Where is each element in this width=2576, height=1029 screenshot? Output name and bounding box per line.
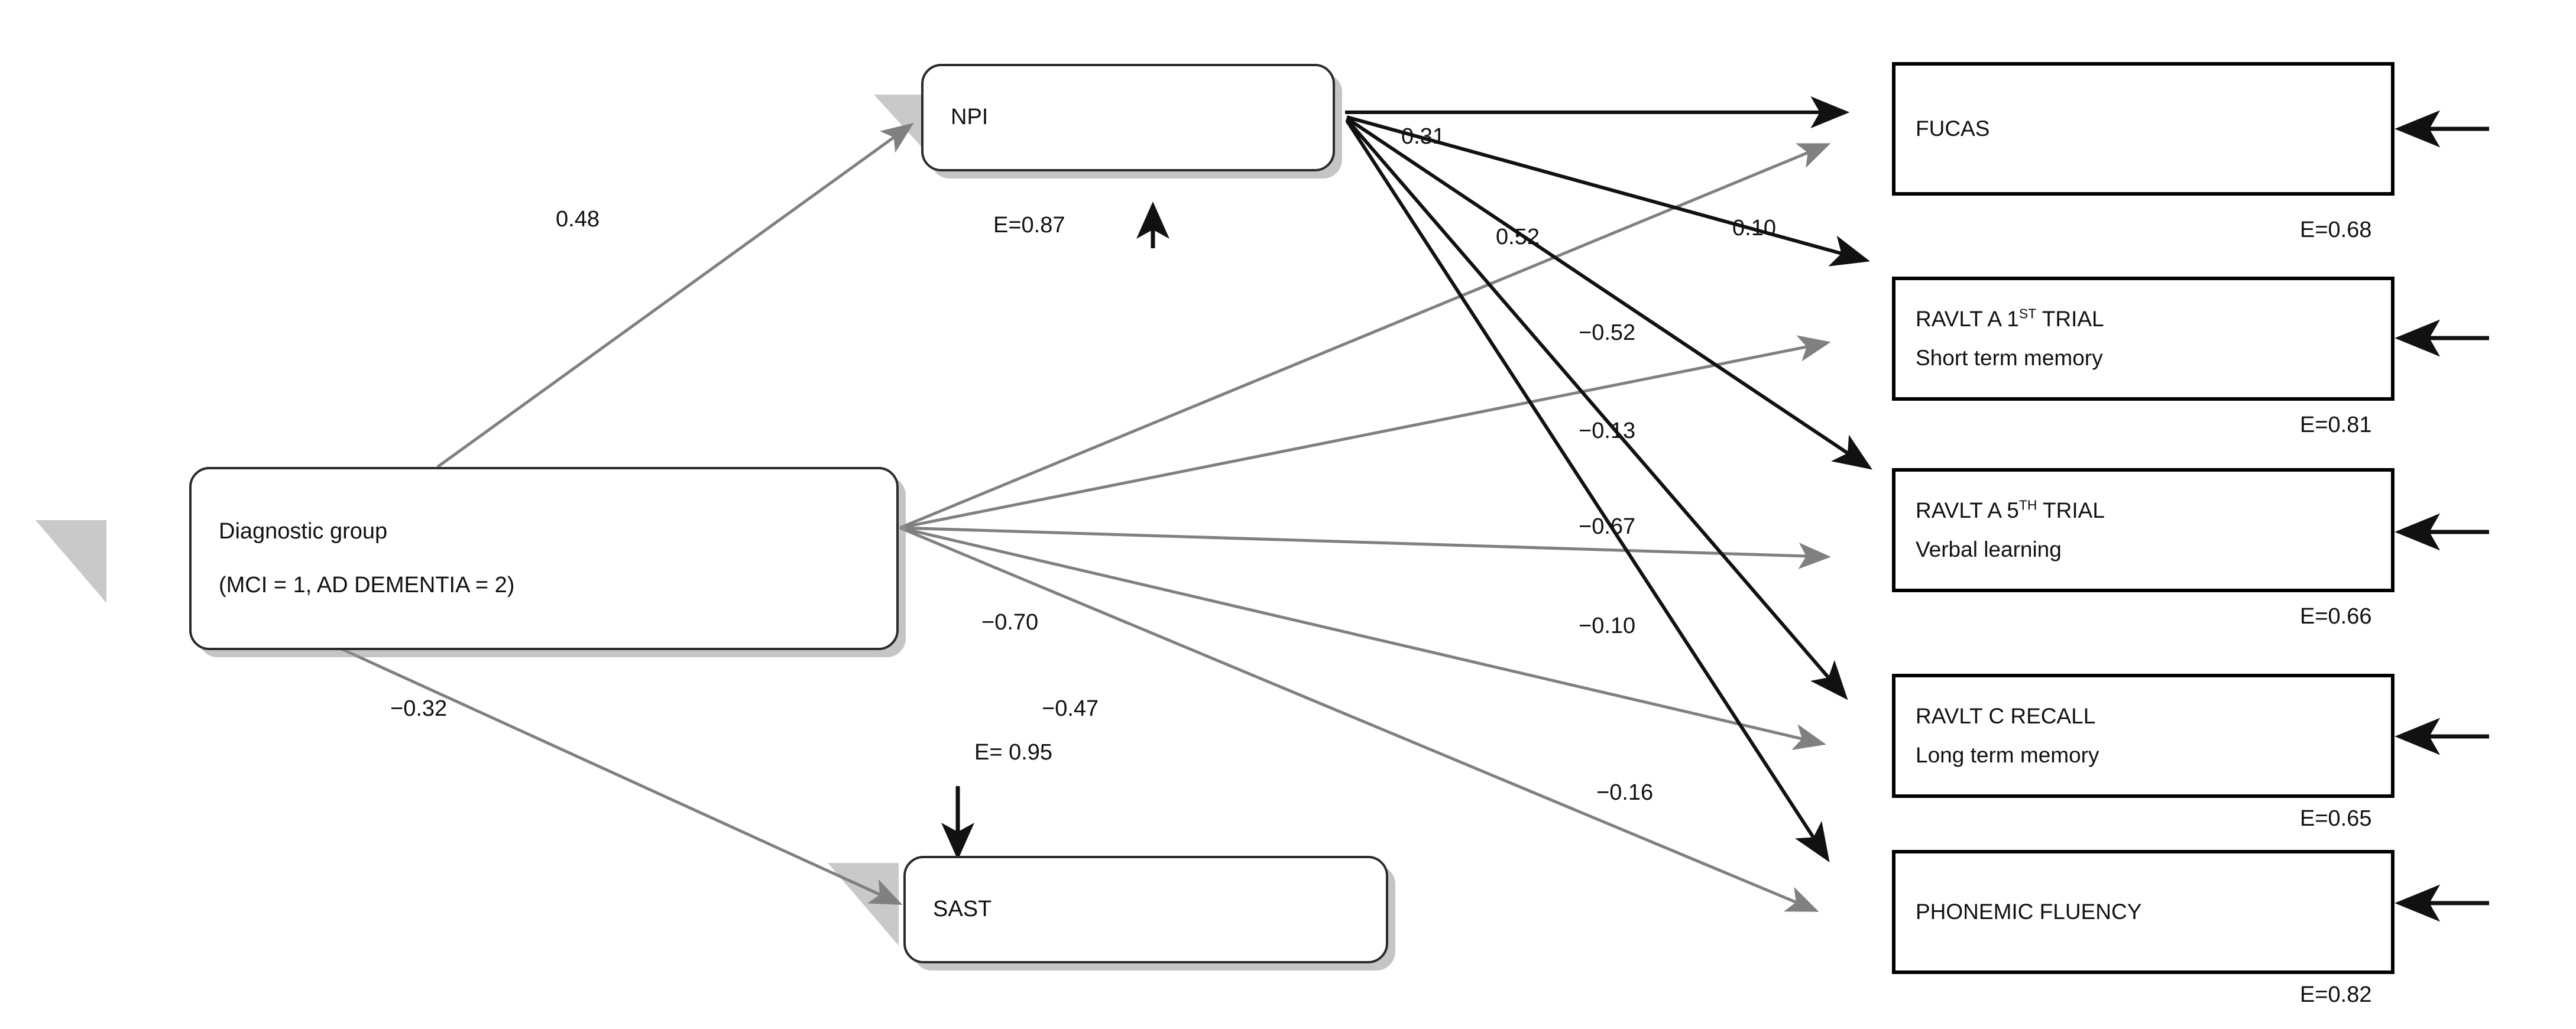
ravlt5-pre: RAVLT A 5 — [1916, 498, 2019, 522]
coefficient-0-52-npi: 0.52 — [1496, 225, 1540, 249]
node-npi-label: NPI — [951, 105, 989, 130]
edge-diagnostic-to-sast — [330, 642, 903, 905]
edge-npi-to-ravlt5 — [1346, 116, 1872, 470]
error-label-sast: E= 0.95 — [974, 740, 1053, 765]
coefficient-0-31: 0.31 — [1401, 124, 1445, 149]
edge-diagnostic-to-ravltc — [899, 526, 1826, 750]
coefficient-neg-0-70: −0.70 — [981, 610, 1039, 635]
edge-npi-to-phonemic — [1345, 119, 1830, 863]
node-sast[interactable]: SAST — [903, 856, 1388, 963]
edge-diagnostic-to-npi — [436, 122, 914, 469]
node-diagnostic-group-line2: (MCI = 1, AD DEMENTIA = 2) — [219, 573, 515, 598]
node-ravlt-a-1st-trial-line2: Short term memory — [1916, 346, 2103, 370]
node-ravlt-c-recall-line1: RAVLT C RECALL — [1916, 703, 2096, 728]
node-phonemic-fluency-label: PHONEMIC FLUENCY — [1916, 899, 2142, 924]
error-label-ravlt-a-5th-trial: E=0.66 — [2300, 604, 2372, 629]
edge-npi-to-ravlt1 — [1346, 115, 1871, 267]
edge-diagnostic-to-fucas — [899, 143, 1831, 530]
edge-npi-to-ravltc — [1345, 118, 1848, 700]
coefficient-neg-0-67: −0.67 — [1579, 514, 1636, 539]
coefficient-neg-0-52: −0.52 — [1579, 320, 1636, 345]
node-fucas-label: FUCAS — [1916, 116, 1990, 141]
ravlt1-pre: RAVLT A 1 — [1916, 306, 2019, 331]
ravlt5-ordinal-sup: TH — [2018, 497, 2037, 513]
ravlt1-post: TRIAL — [2036, 306, 2104, 331]
coefficient-neg-0-47: −0.47 — [1042, 696, 1099, 721]
node-diagnostic-group[interactable]: Diagnostic group (MCI = 1, AD DEMENTIA =… — [189, 467, 899, 650]
node-ravlt-c-recall[interactable]: RAVLT C RECALL Long term memory — [1869, 655, 2394, 798]
edge-diagnostic-to-ravlt5 — [899, 526, 1831, 569]
node-fucas[interactable]: FUCAS — [1869, 43, 2394, 196]
edge-diagnostic-to-ravlt1 — [899, 335, 1831, 530]
edge-diagnostic-to-phonemic — [899, 526, 1819, 912]
node-ravlt-a-1st-trial-line1: RAVLT A 1ST TRIAL — [1916, 305, 2371, 333]
node-ravlt-a-5th-trial-line1: RAVLT A 5TH TRIAL — [1916, 496, 2371, 525]
error-label-ravlt-a-1st-trial: E=0.81 — [2300, 413, 2372, 437]
coefficient-0-48: 0.48 — [556, 207, 600, 232]
node-phonemic-fluency[interactable]: PHONEMIC FLUENCY — [1869, 831, 2394, 974]
coefficient-neg-0-10: −0.10 — [1579, 613, 1636, 638]
node-ravlt-c-recall-line2: Long term memory — [1916, 743, 2099, 767]
error-label-phonemic-fluency: E=0.82 — [2300, 982, 2372, 1007]
node-sast-label: SAST — [933, 897, 992, 922]
coefficient-0-10-npi-fucas: 0.10 — [1732, 216, 1776, 241]
npi-shadow-wedge — [874, 95, 922, 148]
ravlt1-ordinal-sup: ST — [2018, 306, 2037, 322]
coefficient-neg-0-16: −0.16 — [1596, 780, 1654, 805]
error-label-fucas: E=0.68 — [2300, 218, 2372, 242]
node-ravlt-a-5th-trial[interactable]: RAVLT A 5TH TRIAL Verbal learning — [1869, 449, 2394, 592]
node-npi[interactable]: NPI — [921, 64, 1335, 171]
node-ravlt-a-5th-trial-line2: Verbal learning — [1916, 537, 2062, 561]
coefficient-neg-0-13: −0.13 — [1579, 418, 1636, 443]
node-diagnostic-group-line1: Diagnostic group — [219, 518, 388, 544]
error-label-ravlt-c-recall: E=0.65 — [2300, 806, 2372, 831]
predictor-shadow-wedge — [35, 520, 106, 603]
ravlt5-post: TRIAL — [2037, 498, 2105, 522]
error-label-npi: E=0.87 — [993, 213, 1065, 238]
coefficient-neg-0-32: −0.32 — [390, 696, 448, 721]
node-ravlt-a-1st-trial[interactable]: RAVLT A 1ST TRIAL Short term memory — [1869, 258, 2394, 401]
